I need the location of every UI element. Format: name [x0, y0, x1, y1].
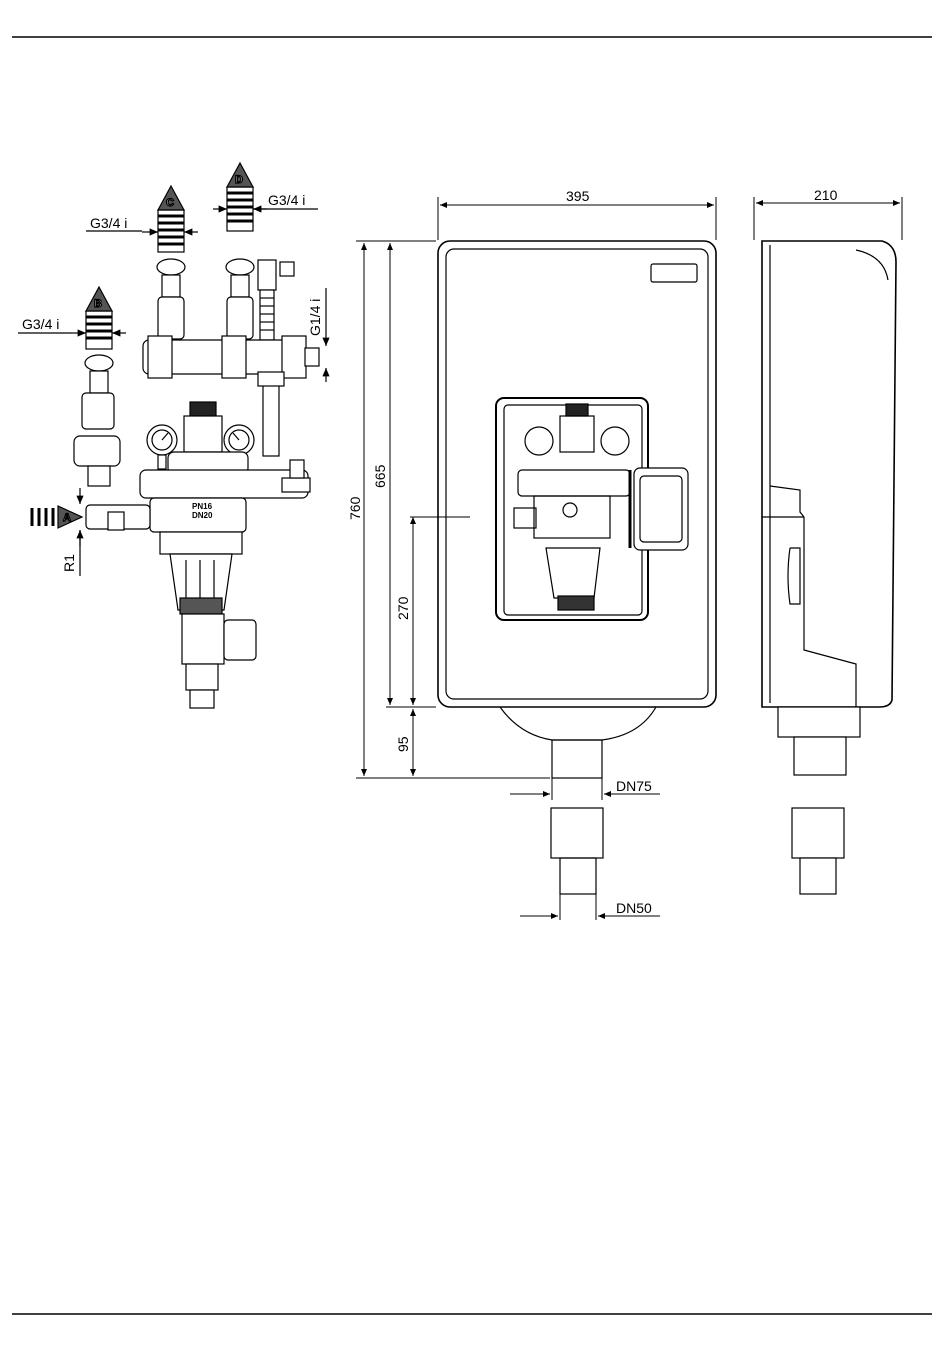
dimension-inlet-height: 270	[395, 596, 411, 620]
dimension-total-height: 760	[347, 496, 363, 520]
dimension-cabinet-height: 665	[372, 464, 388, 488]
thread-label-c: G3/4 i	[90, 215, 127, 231]
outlet-c-label: C	[166, 197, 174, 209]
outlet-b-arrow: B	[86, 287, 112, 349]
side-view-dimensions	[754, 197, 902, 240]
thread-label-d: G3/4 i	[268, 192, 305, 208]
dimension-width: 395	[566, 188, 590, 204]
drain-lower-label: DN50	[616, 900, 652, 916]
outlet-c-arrow: C	[158, 186, 184, 252]
dimension-depth: 210	[814, 187, 838, 203]
outlet-b-label: B	[94, 298, 102, 310]
thread-label-side: G1/4 i	[307, 299, 323, 336]
thread-label-inlet: R1	[61, 554, 77, 572]
valve-nominal-size: DN20	[192, 511, 213, 520]
outlet-d-arrow: D	[227, 163, 253, 231]
inlet-a-label: A	[63, 512, 71, 524]
inlet-a-arrow: A	[32, 506, 82, 528]
thread-label-b: G3/4 i	[22, 316, 59, 332]
valve-assembly-schematic: C D B A	[18, 163, 326, 708]
dimension-bottom-height: 95	[395, 736, 411, 752]
valve-pressure-rating: PN16	[192, 502, 213, 511]
outlet-d-label: D	[235, 174, 243, 186]
front-view	[438, 241, 716, 894]
drain-upper-label: DN75	[616, 778, 652, 794]
side-view	[762, 241, 896, 894]
